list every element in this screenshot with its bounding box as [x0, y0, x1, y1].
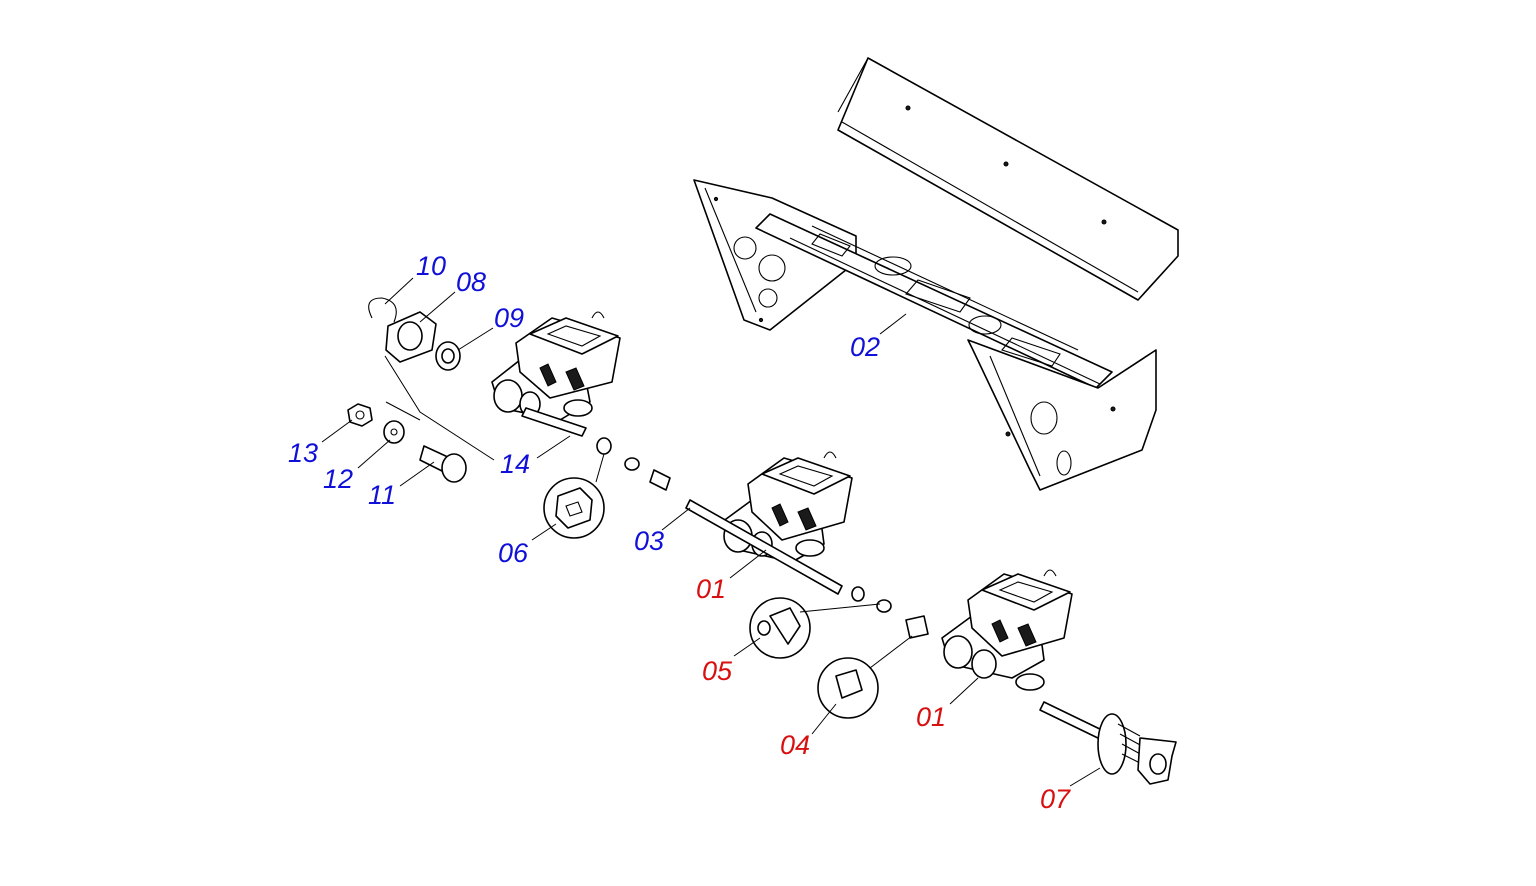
sleeve-04	[817, 615, 929, 719]
callout-03: 03	[634, 526, 664, 556]
flange-08	[385, 311, 437, 363]
frame-assembly	[693, 57, 1179, 491]
gearbox-unit-middle	[721, 451, 853, 563]
key-plate-05	[749, 597, 811, 659]
bushing-06	[543, 437, 612, 539]
callout-12: 12	[323, 464, 353, 494]
leader-lines	[321, 277, 1101, 787]
small-parts-row-1	[624, 457, 892, 613]
callout-05: 05	[702, 656, 733, 686]
gearbox-unit-lower	[941, 569, 1073, 691]
bearing-09	[435, 341, 461, 371]
callout-09: 09	[494, 303, 524, 333]
shaft-07	[1039, 701, 1107, 741]
star-knob-07	[1097, 713, 1177, 785]
callout-04: 04	[780, 730, 810, 760]
shaft-14	[521, 407, 587, 437]
callout-07: 07	[1040, 784, 1071, 814]
callout-01-upper: 01	[696, 574, 726, 604]
circlip-10	[368, 297, 397, 323]
callout-11: 11	[368, 480, 396, 510]
callout-13: 13	[288, 438, 318, 468]
callout-labels: 10 08 09 02 13 12 11 14 06 03 01 05 04 0…	[288, 251, 1071, 814]
shaft-03	[685, 499, 843, 595]
callout-14: 14	[500, 449, 530, 479]
callout-01-lower: 01	[916, 702, 946, 732]
callout-08: 08	[456, 267, 486, 297]
bolt-11	[419, 445, 467, 483]
washer-12	[383, 420, 405, 444]
callout-10: 10	[416, 251, 446, 281]
callout-02: 02	[850, 332, 880, 362]
callout-06: 06	[498, 538, 529, 568]
nut-13	[347, 403, 373, 427]
